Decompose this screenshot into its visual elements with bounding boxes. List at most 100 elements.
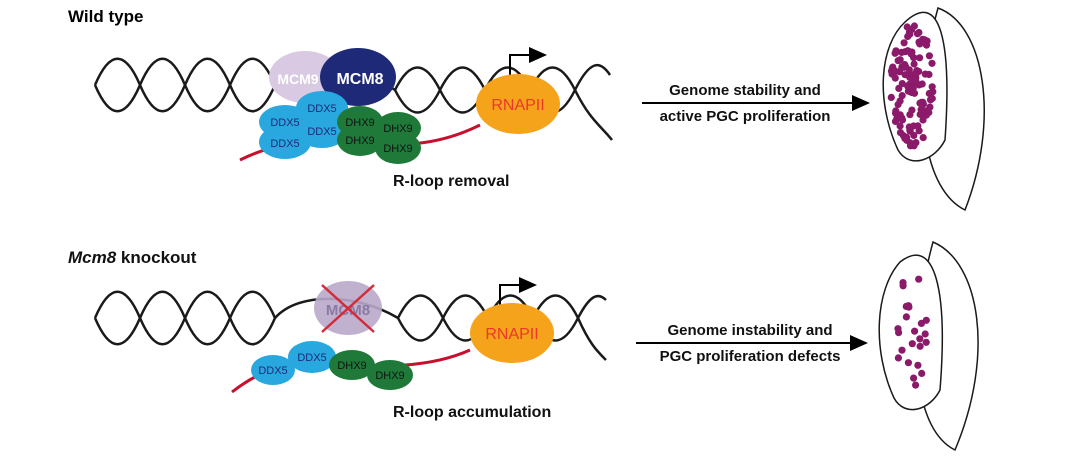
pgc-cell (908, 74, 916, 82)
pgc-cell (908, 106, 916, 114)
knockout-gene: Mcm8 (68, 248, 117, 267)
knockout-word: knockout (116, 248, 197, 267)
dna-strand-left-b (93, 290, 277, 346)
pgc-cell (901, 61, 909, 69)
pgc-cell (910, 54, 918, 62)
pgc-cell (906, 126, 914, 134)
pgc-cell (902, 313, 911, 321)
outcome-line1: Genome stability and (669, 82, 821, 99)
pgc-cell (912, 381, 920, 389)
ddx5-label: DDX5 (270, 138, 299, 150)
pgc-cell (916, 335, 924, 343)
dhx9-label: DHX9 (375, 370, 404, 382)
pgc-cell (916, 342, 924, 350)
outcome-line2: active PGC proliferation (660, 108, 831, 125)
pgc-cell (909, 84, 917, 92)
pgc-cell (922, 111, 930, 119)
pgc-cell (908, 340, 916, 348)
ddx5-label: DDX5 (307, 103, 336, 115)
knockout-title: Mcm8 knockout (68, 248, 197, 267)
ddx5-protein (296, 114, 348, 148)
pgc-cell (919, 134, 927, 142)
mcm8-protein (320, 48, 396, 106)
wild-type-panel: Wild type MCM9 MCM8 DDX5 DDX5 DDX5 DDX5 (68, 7, 985, 212)
rnapii-protein (470, 303, 554, 363)
pgc-cell (894, 354, 903, 362)
outcome-line2: PGC proliferation defects (660, 348, 841, 365)
pgc-cell (891, 67, 900, 75)
pgc-cell (903, 133, 911, 141)
pgc-cell (911, 327, 919, 335)
pgc-cell (928, 94, 936, 103)
r-loop-accumulation-label: R-loop accumulation (393, 404, 551, 421)
pgc-cell (917, 319, 926, 327)
ddx5-label: DDX5 (258, 365, 287, 377)
dhx9-label: DHX9 (337, 360, 366, 372)
pgc-cell (918, 369, 926, 377)
pgc-cell (922, 41, 931, 49)
pgc-cell (910, 131, 918, 139)
deletion-cross-icon (321, 284, 375, 333)
pgc-cell (903, 23, 911, 31)
pgc-cell (898, 346, 906, 354)
dhx9-label: DHX9 (345, 117, 374, 129)
pgc-cell (928, 59, 936, 67)
pgc-cell (904, 359, 913, 367)
rnapii-label: RNAPII (491, 97, 544, 114)
pgc-cell (905, 66, 913, 74)
pgc-cell (914, 361, 922, 369)
pgc-cell (901, 71, 909, 79)
mcm9-protein (269, 51, 341, 103)
dhx9-label: DHX9 (383, 143, 412, 155)
pgc-cell (899, 282, 907, 290)
pgc-cell (900, 39, 908, 47)
pgc-cell (905, 28, 914, 36)
pgc-cell (915, 275, 923, 283)
dhx9-label: DHX9 (345, 135, 374, 147)
dhx9-protein (367, 360, 413, 390)
gonad-inner (878, 254, 944, 411)
pgc-cell (910, 374, 918, 382)
dhx9-protein (337, 124, 383, 156)
pgc-cell (916, 40, 924, 48)
pgc-cell (906, 142, 915, 150)
ddx5-label: DDX5 (307, 126, 336, 138)
ddx5-protein (288, 341, 336, 373)
pgc-cell (922, 338, 930, 346)
dna-strand-left-b (93, 57, 277, 113)
pgc-cell (916, 54, 924, 62)
pgc-cell (910, 60, 918, 68)
pgc-cell (891, 117, 900, 125)
pgc-cell (896, 122, 904, 130)
mcm9-label: MCM9 (277, 71, 318, 87)
pgc-cell (928, 83, 936, 91)
ddx5-label: DDX5 (297, 352, 326, 364)
pgc-cell (926, 103, 934, 111)
ddx5-protein (251, 355, 295, 385)
dhx9-protein (375, 132, 421, 164)
pgc-cell (913, 67, 921, 75)
pgc-cell (921, 330, 929, 338)
pgc-cell (892, 47, 900, 55)
r-loop-removal-label: R-loop removal (393, 173, 509, 190)
pgc-cell (895, 329, 903, 337)
pgc-cell (917, 98, 926, 106)
pgc-cell (895, 84, 903, 92)
pgc-cell (901, 48, 909, 56)
dhx9-label: DHX9 (383, 123, 412, 135)
ddx5-label: DDX5 (270, 117, 299, 129)
mcm8-deleted-label: MCM8 (326, 302, 370, 319)
pgc-cell (887, 93, 895, 101)
wild-type-title: Wild type (68, 7, 143, 26)
rnapii-label: RNAPII (485, 326, 538, 343)
mcm8-label: MCM8 (336, 71, 383, 88)
pgc-cells-dense (887, 22, 937, 150)
pgc-cell (925, 52, 934, 60)
rnapii-protein (476, 74, 560, 134)
pgc-cell (913, 30, 922, 38)
gonad-wild-type (882, 7, 985, 212)
gonad-knockout (878, 240, 979, 452)
pgc-cell (898, 92, 906, 100)
pgc-cell (914, 122, 922, 130)
